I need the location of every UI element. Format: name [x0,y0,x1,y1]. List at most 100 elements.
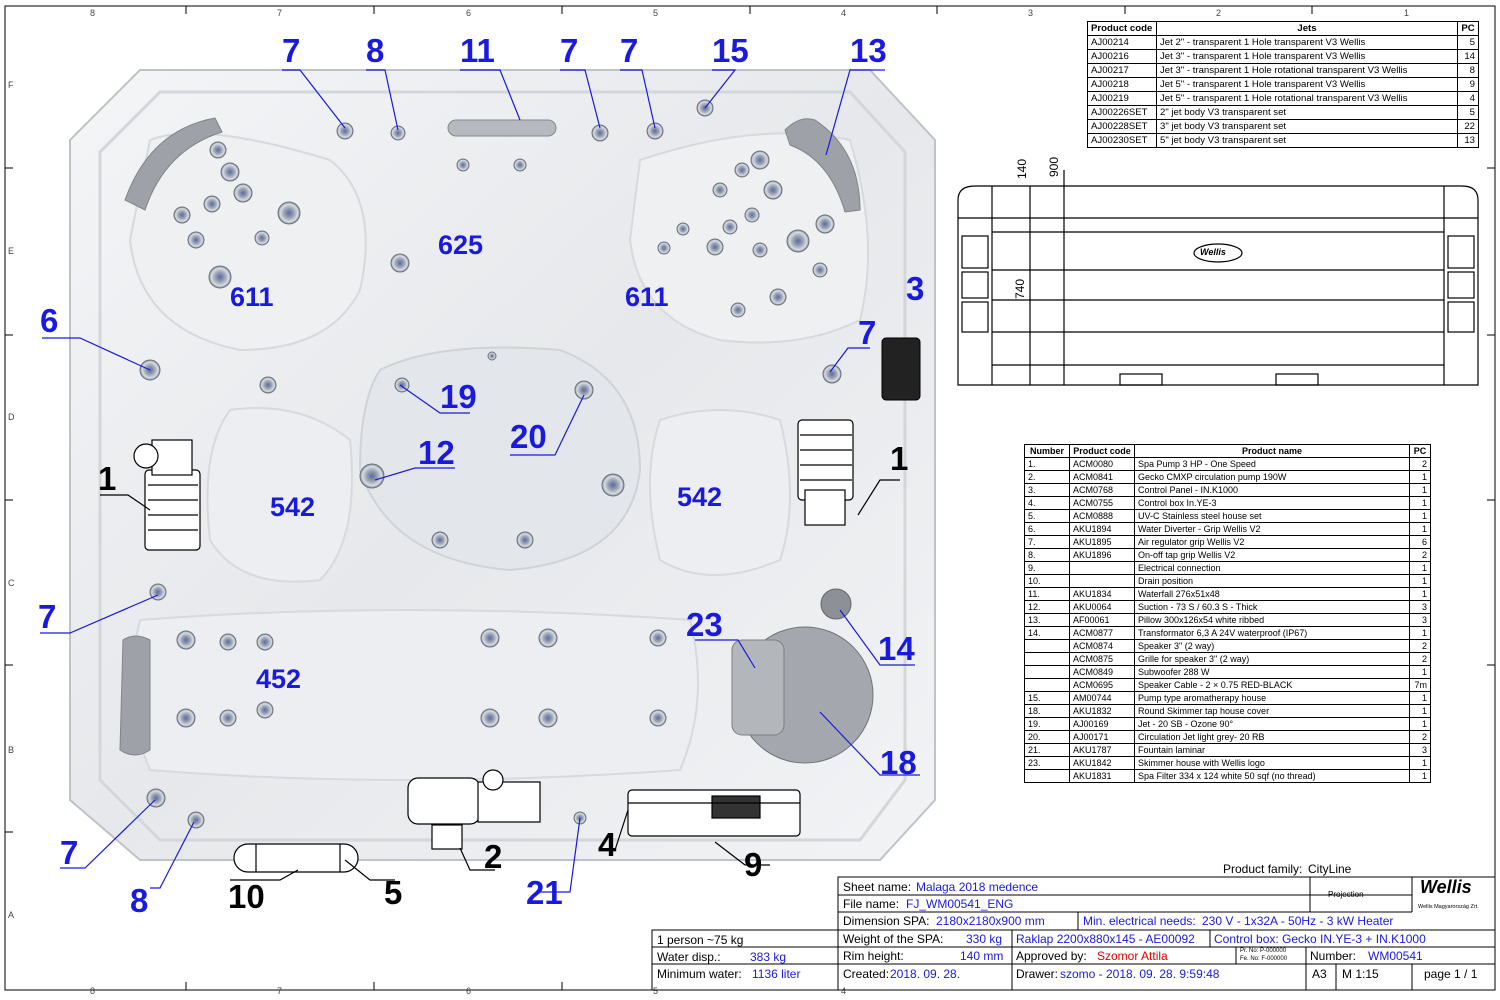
speaker-grille [820,588,852,620]
waterfall [447,119,557,137]
jets-table-cell: 22 [1457,119,1479,134]
weight-label: Weight of the SPA: [843,932,944,946]
file-name-label: File name: [843,897,900,911]
sheet-name-label: Sheet name: [843,880,912,894]
jet-icon [750,150,770,170]
jet-icon [646,122,664,140]
spa-inner-rim [98,90,907,842]
ruler-left-A: A [8,910,15,920]
ruler-top-1: 1 [1404,8,1410,18]
ruler-left-C: C [8,578,15,588]
jet-icon [390,253,410,273]
jet-icon [649,629,667,647]
jet-icon [203,195,221,213]
jet-icon [176,708,196,728]
jet-icon [256,633,274,651]
rim-label: Rim height: [843,949,904,963]
min-water-label: Minimum water: [657,967,742,981]
jet-icon [649,709,667,727]
drawer-value: szomo - 2018. 09. 28. 9:59:48 [1060,967,1220,981]
number-label: Number: [1310,949,1357,963]
ruler-left-D: D [8,412,15,422]
callout-8-bottom: 8 [130,882,149,919]
jet-icon [744,207,760,223]
jet-icon [254,230,270,246]
control-box-value: Control box: Gecko IN.YE-3 + IN.K1000 [1214,932,1426,946]
sheet-size: A3 [1312,967,1327,981]
zone-label-542-left: 542 [270,492,316,522]
callout-12: 12 [418,434,455,471]
pr-no: Pr. No: P-000000 [1240,948,1287,954]
jet-icon [487,351,497,361]
approved-value: Szomor Attila [1097,949,1168,963]
file-name-value: FJ_WM00541_ENG [906,897,1014,911]
drawer-label: Drawer: [1016,967,1059,981]
jet-icon [538,708,558,728]
jet-icon [601,473,625,497]
jet-icon [209,141,227,159]
callout-15: 15 [712,32,749,69]
jet-icon [513,158,527,172]
callout-7-top-b: 7 [560,32,579,69]
jet-icon [676,222,690,236]
callout-7-top-a: 7 [282,32,301,69]
jet-icon [149,583,167,601]
zone-label-611-left: 611 [230,282,274,312]
person-weight: 1 person ~75 kg [657,933,744,947]
ruler-top-6: 6 [466,8,472,18]
water-label: Water disp.: [657,950,721,964]
page-value: page 1 / 1 [1424,967,1478,981]
parts-table: Number Product code Product name PC 1.AC… [1024,444,1431,783]
pillow-top-right [784,118,861,213]
jets-table-cell: 5" jet body V3 transparent set [1156,133,1458,148]
scale-value: M 1:15 [1342,967,1379,981]
ruler-left-B: B [8,745,15,755]
uv-c-house [233,843,359,873]
callout-6: 6 [40,302,59,339]
pump-right [797,419,854,526]
dimension-label: Dimension SPA: [843,914,930,928]
jet-icon [277,201,301,225]
callout-7-top-c: 7 [620,32,639,69]
jet-icon [359,463,385,489]
callout-13: 13 [850,32,887,69]
jet-icon [431,531,449,549]
jet-icon [752,242,768,258]
pillow-left-bottom [119,635,151,756]
jet-icon [516,531,534,549]
projection-label: Projection [1328,890,1364,899]
ruler-top-4: 4 [841,8,847,18]
ruler-top-8: 8 [90,8,96,18]
skimmer-house [731,639,785,736]
zone-label-452: 452 [256,664,302,694]
seat-left-middle [206,407,353,583]
callout-10: 10 [228,878,265,915]
seat-right-top [628,132,869,344]
zone-label-611-right: 611 [625,282,669,312]
jet-icon [176,630,196,650]
jet-icon [480,628,500,648]
jet-icon [187,231,205,249]
raklap-value: Raklap 2200x880x145 - AE00092 [1016,932,1195,946]
jet-icon [657,241,671,255]
jet-icon [390,125,406,141]
ruler-bottom-6: 6 [466,986,472,996]
seat-left-top [128,132,367,352]
ruler-ticks [5,6,1495,990]
ruler-bottom-5: 5 [653,986,659,996]
jet-icon [259,376,277,394]
pillow-top-left [124,117,223,211]
jets-table-cell: 8 [1457,63,1479,78]
jet-icon [734,162,750,178]
